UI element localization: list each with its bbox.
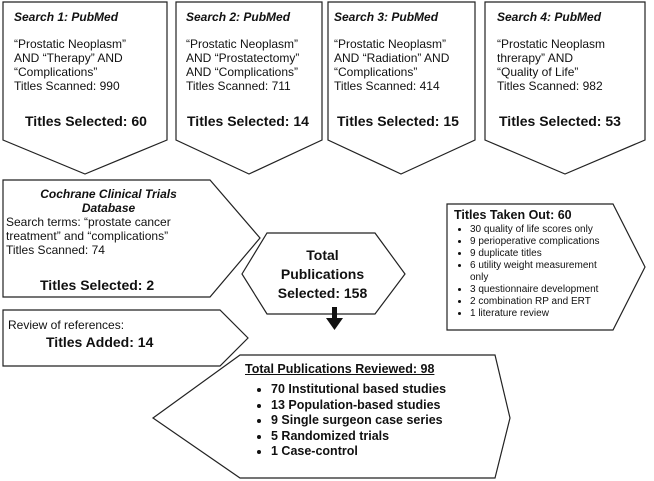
list-item: 2 combination RP and ERT <box>470 296 614 308</box>
search2-box: Search 2: PubMed “Prostatic Neoplasm” AN… <box>186 10 321 93</box>
cochrane-box: Cochrane Clinical Trials Database Search… <box>6 187 211 257</box>
search1-line: Titles Scanned: 990 <box>14 79 120 93</box>
taken-out-list: 30 quality of life scores only 9 periope… <box>454 224 614 320</box>
search1-shape <box>2 1 168 175</box>
search2-line: AND “Complications” <box>186 65 299 79</box>
search3-shape <box>327 1 476 175</box>
total-line: Total <box>306 247 339 263</box>
search4-selected: Titles Selected: 53 <box>499 113 621 129</box>
search3-line: Titles Scanned: 414 <box>334 79 440 93</box>
reviewed-list: 70 Institutional based studies 13 Popula… <box>245 382 500 460</box>
list-item: 70 Institutional based studies <box>271 382 500 398</box>
total-line: Publications <box>280 266 365 282</box>
cochrane-line: treatment” and “complications” <box>6 229 169 243</box>
total-line: Selected: 158 <box>277 285 368 301</box>
list-item: 3 questionnaire development <box>470 284 614 296</box>
search2-heading: Search 2: PubMed <box>186 10 291 24</box>
cochrane-heading: Cochrane Clinical Trials <box>40 187 177 201</box>
cochrane-line: Search terms: “prostate cancer <box>6 215 171 229</box>
cochrane-line: Titles Scanned: 74 <box>6 243 105 257</box>
review-added: Titles Added: 14 <box>46 334 154 350</box>
search1-heading: Search 1: PubMed <box>14 10 119 24</box>
list-item: 5 Randomized trials <box>271 429 500 445</box>
list-item: 1 literature review <box>470 308 614 320</box>
taken-out-shape <box>446 203 646 331</box>
search1-line: “Prostatic Neoplasm” <box>14 37 127 51</box>
reviewed-shape <box>151 354 511 479</box>
list-item: 1 Case-control <box>271 444 500 460</box>
search2-line: AND “Prostatectomy” <box>186 51 300 65</box>
taken-out-box: Titles Taken Out: 60 30 quality of life … <box>454 208 614 320</box>
search4-line: “Prostatic Neoplasm <box>497 37 606 51</box>
search1-selected: Titles Selected: 60 <box>25 113 147 129</box>
down-arrow <box>326 307 343 330</box>
search1-line: “Complications” <box>14 65 98 79</box>
cochrane-shape <box>2 179 261 298</box>
search3-line: “Prostatic Neoplasm” <box>334 37 447 51</box>
list-item: 13 Population-based studies <box>271 398 500 414</box>
search2-line: “Prostatic Neoplasm” <box>186 37 299 51</box>
reviewed-title: Total Publications Reviewed: 98 <box>245 362 435 376</box>
review-shape <box>2 309 249 367</box>
total-box: Total Publications Selected: 158 <box>255 246 390 303</box>
review-line: Review of references: <box>8 318 125 332</box>
cochrane-heading: Database <box>81 201 136 215</box>
search3-line: AND “Radiation” AND <box>334 51 450 65</box>
list-item: 9 duplicate titles <box>470 248 614 260</box>
review-box: Review of references: <box>8 318 218 332</box>
total-shape <box>241 232 406 315</box>
search1-line: AND “Therapy” AND <box>14 51 123 65</box>
list-item: 6 utility weight measurement only <box>470 260 614 284</box>
taken-out-title: Titles Taken Out: 60 <box>454 208 572 222</box>
search4-heading: Search 4: PubMed <box>497 10 602 24</box>
search4-line: Titles Scanned: 982 <box>497 79 603 93</box>
cochrane-selected: Titles Selected: 2 <box>40 277 155 293</box>
list-item: 30 quality of life scores only <box>470 224 614 236</box>
list-item: 9 Single surgeon case series <box>271 413 500 429</box>
search1-box: Search 1: PubMed “Prostatic Neoplasm” AN… <box>14 10 164 93</box>
search2-shape <box>175 1 323 175</box>
search2-selected: Titles Selected: 14 <box>187 113 309 129</box>
search3-heading: Search 3: PubMed <box>334 10 439 24</box>
search3-box: Search 3: PubMed “Prostatic Neoplasm” AN… <box>334 10 474 93</box>
search2-line: Titles Scanned: 711 <box>186 79 291 93</box>
search3-selected: Titles Selected: 15 <box>337 113 459 129</box>
search4-line: threrapy” AND <box>497 51 574 65</box>
search4-box: Search 4: PubMed “Prostatic Neoplasm thr… <box>497 10 642 93</box>
search4-line: “Quality of Life” <box>497 65 579 79</box>
reviewed-box: Total Publications Reviewed: 98 70 Insti… <box>245 362 500 460</box>
search3-line: “Complications” <box>334 65 418 79</box>
search4-shape <box>484 1 646 175</box>
list-item: 9 perioperative complications <box>470 236 614 248</box>
